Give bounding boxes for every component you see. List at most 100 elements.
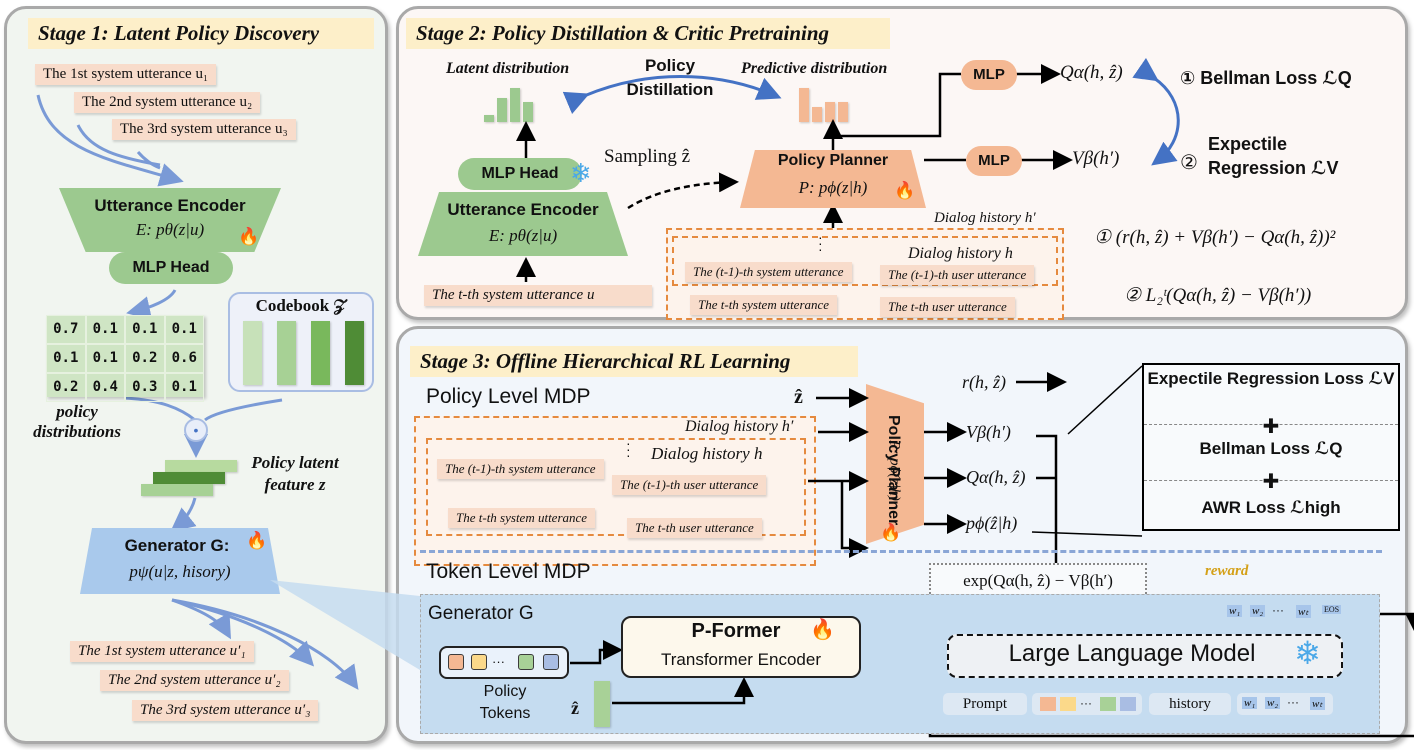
stage2-history-h-box	[672, 236, 1058, 286]
stage2-mlp-v: MLP	[966, 146, 1022, 176]
zhat-token	[594, 681, 610, 727]
output-token-w2: w₂	[1250, 605, 1266, 617]
codebook-label: Codebook 𝒵	[255, 296, 347, 315]
policy-distributions-label: policy distributions	[33, 402, 121, 441]
output-token-wt: wₜ	[1296, 605, 1311, 618]
policy-tokens-label-1: Policy	[483, 683, 527, 700]
cell: 0.3	[125, 373, 165, 402]
distillation-arrow	[562, 75, 782, 115]
stage1-encoder-formula: E: pθ(z|u)	[135, 220, 205, 239]
stage1-generator-formula: pψ(u|z, hisory)	[129, 562, 231, 581]
stage1-arrows	[36, 94, 359, 690]
stage2-t-system: The t-th system utterance	[690, 295, 838, 315]
input-token-ellipsis: ···	[1287, 695, 1299, 709]
latent-distribution-label: Latent distribution	[446, 60, 570, 77]
fire-icon: 🔥	[880, 523, 902, 542]
arrow-generator-out3	[171, 598, 359, 690]
llm-policy-token-2	[1060, 697, 1076, 711]
fire-icon: 🔥	[894, 181, 916, 200]
policy-tokens-label-2: Tokens	[479, 705, 531, 722]
arrow-codebook-dot	[204, 398, 283, 422]
arrow-h-planner-bottom	[840, 481, 869, 558]
dot-product-operator: •	[184, 418, 208, 442]
fire-icon: 🔥	[810, 619, 835, 641]
predictive-bar-2	[812, 107, 822, 122]
stage3-dialog-history-h: Dialog history h	[651, 444, 763, 463]
plus-icon: ✚	[1262, 416, 1280, 438]
stage2-encoder-title: Utterance Encoder	[447, 200, 599, 219]
latent-feature-layer-3	[141, 484, 213, 496]
stage3-history-h-box	[426, 438, 806, 536]
output-token-w1: w₁	[1227, 605, 1243, 617]
input-token-wt: wₜ	[1310, 697, 1325, 710]
predictive-distribution-label: Predictive distribution	[741, 60, 888, 77]
snowflake-icon: ❄	[1294, 635, 1321, 671]
policy-token-4	[543, 654, 559, 670]
stage2-planner-title: Policy Planner	[777, 152, 889, 169]
zhat-pformer-arrow	[612, 677, 754, 705]
llm-policy-token-4	[1120, 697, 1136, 711]
stage1-output-utterance-2: The 2nd system utterance u′₂	[100, 670, 289, 691]
llm-policy-token-1	[1040, 697, 1056, 711]
policy-level-mdp-label: Policy Level MDP	[426, 385, 591, 408]
llm-policy-token-ellipsis: ···	[1080, 696, 1092, 710]
stage2-policy-planner	[740, 150, 926, 208]
llm-label: Large Language Model	[1008, 640, 1256, 667]
stage2-ellipsis: ···	[818, 229, 823, 257]
predictive-bar-1	[799, 88, 809, 122]
loss-divider-1	[1144, 424, 1398, 425]
arrow-feature-generator	[170, 497, 197, 532]
stage3-q-output: Qα(h, ẑ)	[966, 467, 1026, 487]
latent-feature-label: Policy latent feature z	[251, 453, 339, 494]
reward-label: reward	[1205, 563, 1249, 579]
stage2-expectile-line1: Expectile	[1208, 134, 1288, 154]
policy-token-1	[448, 654, 464, 670]
stage3-loss-box	[1142, 363, 1400, 531]
codebook-vector-2	[277, 321, 296, 385]
stage2-t-user: The t-th user utterance	[880, 297, 1015, 317]
stage3-title: Stage 3: Offline Hierarchical RL Learnin…	[410, 346, 858, 377]
cell: 0.2	[125, 344, 165, 373]
pformer-arrows	[570, 640, 623, 665]
cell: 0.6	[164, 344, 204, 373]
policy-distributions-table: 0.7 0.1 0.1 0.1 0.1 0.1 0.2 0.6 0.2 0.4 …	[46, 315, 204, 402]
cell: 0.4	[85, 373, 125, 402]
stage3-t-system: The t-th system utterance	[448, 508, 596, 528]
pformer-subtitle: Transformer Encoder	[661, 650, 821, 669]
output-token-ellipsis: ···	[1272, 603, 1284, 617]
stage2-eq2: ② L₂ᵗ(Qα(h, ẑ) − Vβ(h′))	[1124, 285, 1312, 306]
predictive-bar-4	[838, 102, 848, 122]
cell: 0.1	[46, 344, 86, 373]
cell: 0.1	[164, 315, 204, 344]
stage1-input-utterance-2: The 2nd system utterance u₂	[74, 92, 261, 113]
prompt-box: Prompt	[943, 693, 1027, 715]
stage2-loss2-number: ②	[1180, 152, 1198, 174]
stage3-tm1-user: The (t-1)-th user utterance	[612, 475, 767, 495]
cell: 0.7	[46, 315, 86, 344]
stage2-utterance-encoder	[418, 192, 628, 256]
stage2-dialog-history-h-prime: Dialog history h′	[934, 210, 1036, 226]
stage2-v-output: Vβ(h′)	[1072, 148, 1120, 169]
plus-icon: ✚	[1262, 471, 1280, 493]
latent-bar-3	[510, 88, 520, 122]
cell: 0.1	[85, 344, 125, 373]
stage1-encoder-title: Utterance Encoder	[94, 196, 246, 215]
arrow-mlp-table	[126, 289, 177, 320]
stage2-dialog-history-h: Dialog history h	[908, 245, 1013, 262]
fire-icon: 🔥	[238, 227, 260, 246]
stage3-loss-awr: AWR Loss ℒhigh	[1201, 498, 1341, 517]
arrow-u3-encoder	[136, 151, 161, 170]
stage3-policy-planner	[866, 384, 924, 544]
stage3-tm1-system: The (t-1)-th system utterance	[437, 459, 604, 479]
line-v-bracket	[1036, 434, 1066, 594]
pformer-title: P-Former	[691, 620, 781, 642]
stage3-ellipsis: ···	[626, 435, 631, 463]
latent-bar-2	[497, 98, 507, 122]
sampling-label: Sampling ẑ	[604, 146, 691, 167]
predictive-bar-3	[825, 102, 835, 122]
stage1-input-utterance-1: The 1st system utterance u₁	[35, 64, 217, 85]
output-token-eos: EOS	[1322, 605, 1342, 614]
generator-label: Generator G	[428, 603, 534, 624]
token-level-mdp-label: Token Level MDP	[426, 560, 591, 583]
pformer-box	[621, 616, 861, 678]
